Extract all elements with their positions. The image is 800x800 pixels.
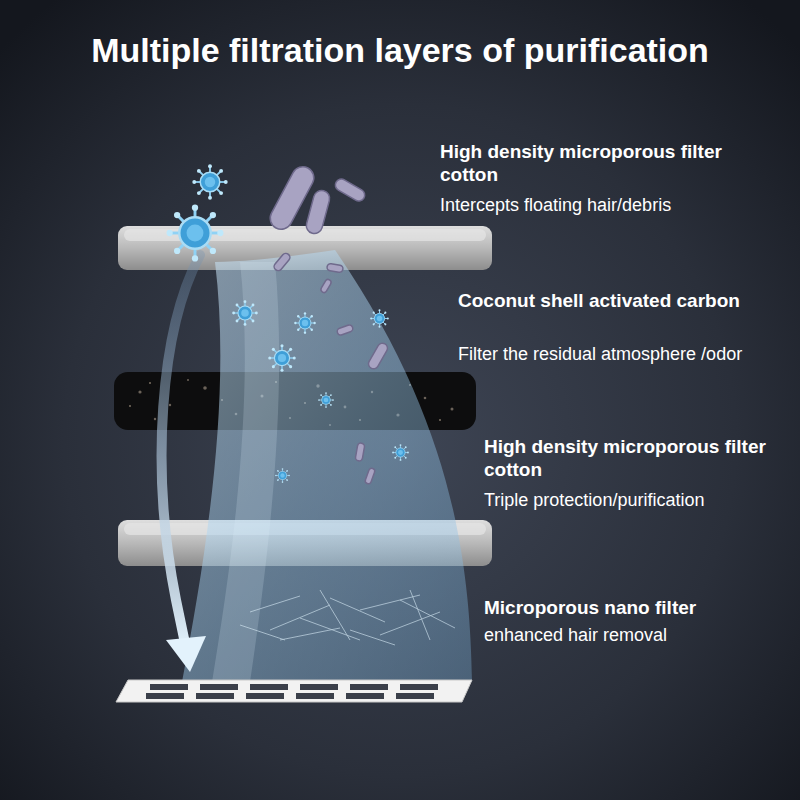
layer-heading: Microporous nano filter [484, 597, 784, 620]
layer-heading: Coconut shell activated carbon [458, 290, 758, 313]
hair-fibres [240, 590, 455, 645]
layer-heading: High density microporous filter cotton [484, 436, 784, 482]
layer-heading: High density microporous filter cotton [440, 141, 740, 187]
diagram-title: Multiple filtration layers of purificati… [91, 30, 709, 71]
viruses [166, 164, 408, 483]
water-highlight [212, 262, 279, 682]
water-flow-sheet [182, 250, 472, 682]
nano-filter-grill [116, 680, 472, 702]
layer-description: Intercepts floating hair/debris [440, 195, 785, 217]
flow-arrow [162, 255, 206, 672]
layer-description: Triple protection/purification [484, 490, 784, 512]
bacteria [266, 163, 389, 485]
layer-description: enhanced hair removal [484, 625, 784, 647]
layer-description: Filter the residual atmosphere /odor [458, 344, 768, 366]
